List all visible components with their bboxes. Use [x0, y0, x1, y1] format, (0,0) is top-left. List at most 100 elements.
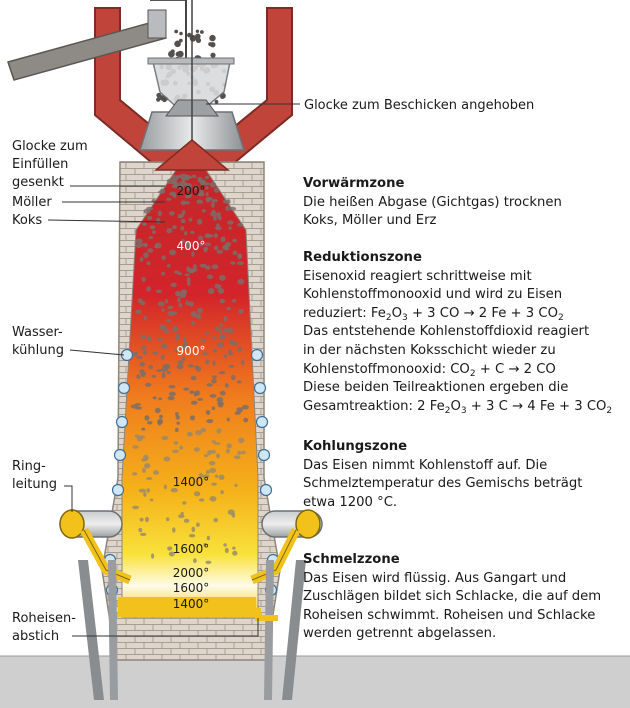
burden-particle	[166, 517, 170, 522]
burden-particle	[205, 265, 211, 270]
burden-particle	[212, 336, 217, 341]
burden-particle	[193, 391, 198, 397]
burden-particle	[144, 242, 148, 248]
burden-particle	[223, 354, 228, 358]
burden-particle	[161, 435, 169, 441]
burden-particle	[184, 174, 191, 180]
burden-particle	[134, 434, 140, 438]
burden-particle	[132, 472, 138, 476]
burden-particle	[225, 241, 232, 248]
burden-particle	[152, 230, 156, 235]
left-labels: Glocke zum Einfüllen gesenkt Möller Koks…	[12, 139, 259, 644]
burden-particle	[203, 246, 209, 251]
burden-particle	[160, 343, 168, 349]
burden-particle	[216, 428, 222, 434]
burden-particle	[217, 216, 222, 221]
burden-particle	[148, 236, 154, 240]
burden-particle	[200, 338, 206, 343]
burden-particle	[195, 33, 201, 40]
burden-particle	[214, 99, 219, 104]
burden-particle	[187, 364, 194, 368]
svg-text:abstich: abstich	[12, 629, 59, 644]
burden-particle	[182, 501, 187, 505]
burden-particle	[180, 226, 185, 231]
burden-particle	[213, 245, 219, 251]
burden-particle	[174, 40, 181, 48]
burden-particle	[214, 326, 220, 331]
burden-particle	[152, 351, 159, 355]
burden-particle	[143, 315, 147, 321]
burden-particle	[176, 174, 183, 178]
burden-particle	[168, 551, 175, 557]
burden-particle	[137, 435, 146, 439]
burden-particle	[166, 178, 174, 185]
burden-particle	[212, 375, 217, 379]
burden-particle	[211, 406, 216, 411]
burden-particle	[174, 29, 179, 34]
burden-particle	[149, 225, 156, 230]
burden-particle	[138, 527, 143, 533]
burden-particle	[213, 187, 220, 193]
burden-particle	[146, 261, 151, 266]
burden-particle	[173, 441, 179, 445]
zone-carburization-line-1: Das Eisen nimmt Kohlenstoff auf. Die	[303, 457, 548, 473]
burden-particle	[219, 390, 226, 396]
burden-particle	[164, 364, 171, 370]
burden-particle	[166, 371, 171, 374]
burden-particle	[168, 384, 176, 389]
burden-particle	[175, 415, 180, 420]
burden-particle	[223, 316, 228, 322]
burden-particle	[180, 218, 186, 224]
burden-particle	[133, 352, 138, 356]
burden-particle	[184, 230, 188, 236]
burden-particle	[214, 226, 222, 231]
burden-particle	[216, 397, 224, 403]
burden-particle	[211, 209, 216, 214]
burden-particle	[141, 276, 146, 282]
burden-particle	[149, 498, 154, 502]
burden-particle	[139, 517, 144, 522]
burden-particle	[191, 320, 196, 326]
zone-reduction-line-8: Gesamtreaktion: 2 Fe2O3 + 3 C → 4 Fe + 3…	[303, 398, 613, 416]
burden-particle	[200, 30, 204, 34]
burden-particle	[188, 534, 196, 538]
burden-particle	[191, 526, 196, 533]
temp-400: 400°	[177, 239, 206, 253]
zone-melting-title: Schmelzzone	[303, 552, 400, 567]
burden-particle	[237, 450, 241, 455]
support-legs	[78, 560, 306, 700]
burden-particle	[193, 264, 197, 270]
burden-particle	[193, 447, 200, 452]
burden-particle	[218, 370, 226, 375]
burden-particle	[147, 248, 154, 253]
burden-particle	[226, 199, 231, 205]
burden-particle	[211, 199, 219, 203]
zone-preheat: Vorwärmzone Die heißen Abgase (Gichtgas)…	[303, 175, 628, 231]
bell-raised-callout: Glocke zum Beschicken angehoben	[206, 98, 534, 113]
burden-particle	[156, 97, 161, 102]
burden-particle	[184, 273, 190, 277]
burden-particle	[211, 440, 216, 444]
burden-particle	[173, 270, 180, 274]
burden-particle	[232, 238, 238, 243]
burden-particle	[225, 205, 230, 211]
burden-particle	[232, 250, 238, 256]
label-bell-lowered: Glocke zum	[12, 139, 88, 154]
ring-main	[59, 509, 323, 585]
burden-particle	[206, 274, 214, 279]
burden-particle	[166, 264, 171, 268]
burden-particle	[191, 174, 197, 178]
charging-hopper	[138, 0, 246, 171]
burden-particle	[211, 482, 217, 486]
label-ring-main: Ring-	[12, 459, 46, 474]
burden-particle	[224, 383, 229, 388]
cooling-pipe	[117, 381, 131, 395]
burden-particle	[213, 216, 218, 221]
zone-carburization-title: Kohlungszone	[303, 439, 408, 454]
burden-particle	[178, 38, 183, 43]
cooling-pipe	[113, 448, 127, 462]
burden-particle	[238, 437, 245, 444]
burden-particle	[230, 340, 235, 345]
burden-particle	[216, 211, 222, 218]
burden-particle	[203, 543, 207, 547]
